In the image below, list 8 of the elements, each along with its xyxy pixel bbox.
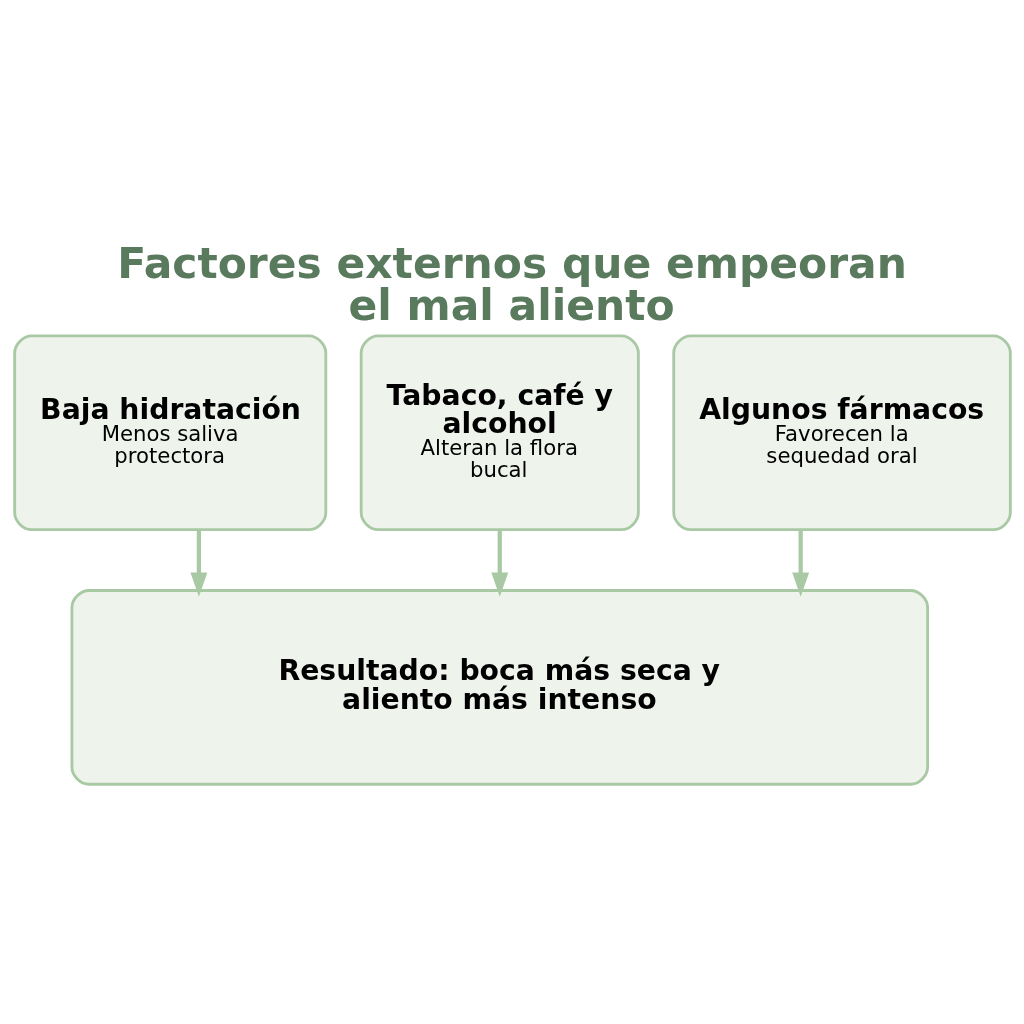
arrow — [189, 529, 207, 597]
node-box: Resultado: boca más seca y aliento más intenso — [70, 589, 929, 786]
arrow — [791, 529, 809, 597]
arrow — [490, 529, 508, 597]
node-box: Baja hidratación Menos saliva protectora — [12, 334, 327, 532]
node-box: Algunos fármacos Favorecen la sequedad oral — [671, 334, 1012, 532]
node-box: Tabaco, café y alcohol Alteran la flora bucal — [359, 334, 640, 532]
diagram-title: Factores externos que empeoran el mal aliento — [116, 238, 907, 331]
